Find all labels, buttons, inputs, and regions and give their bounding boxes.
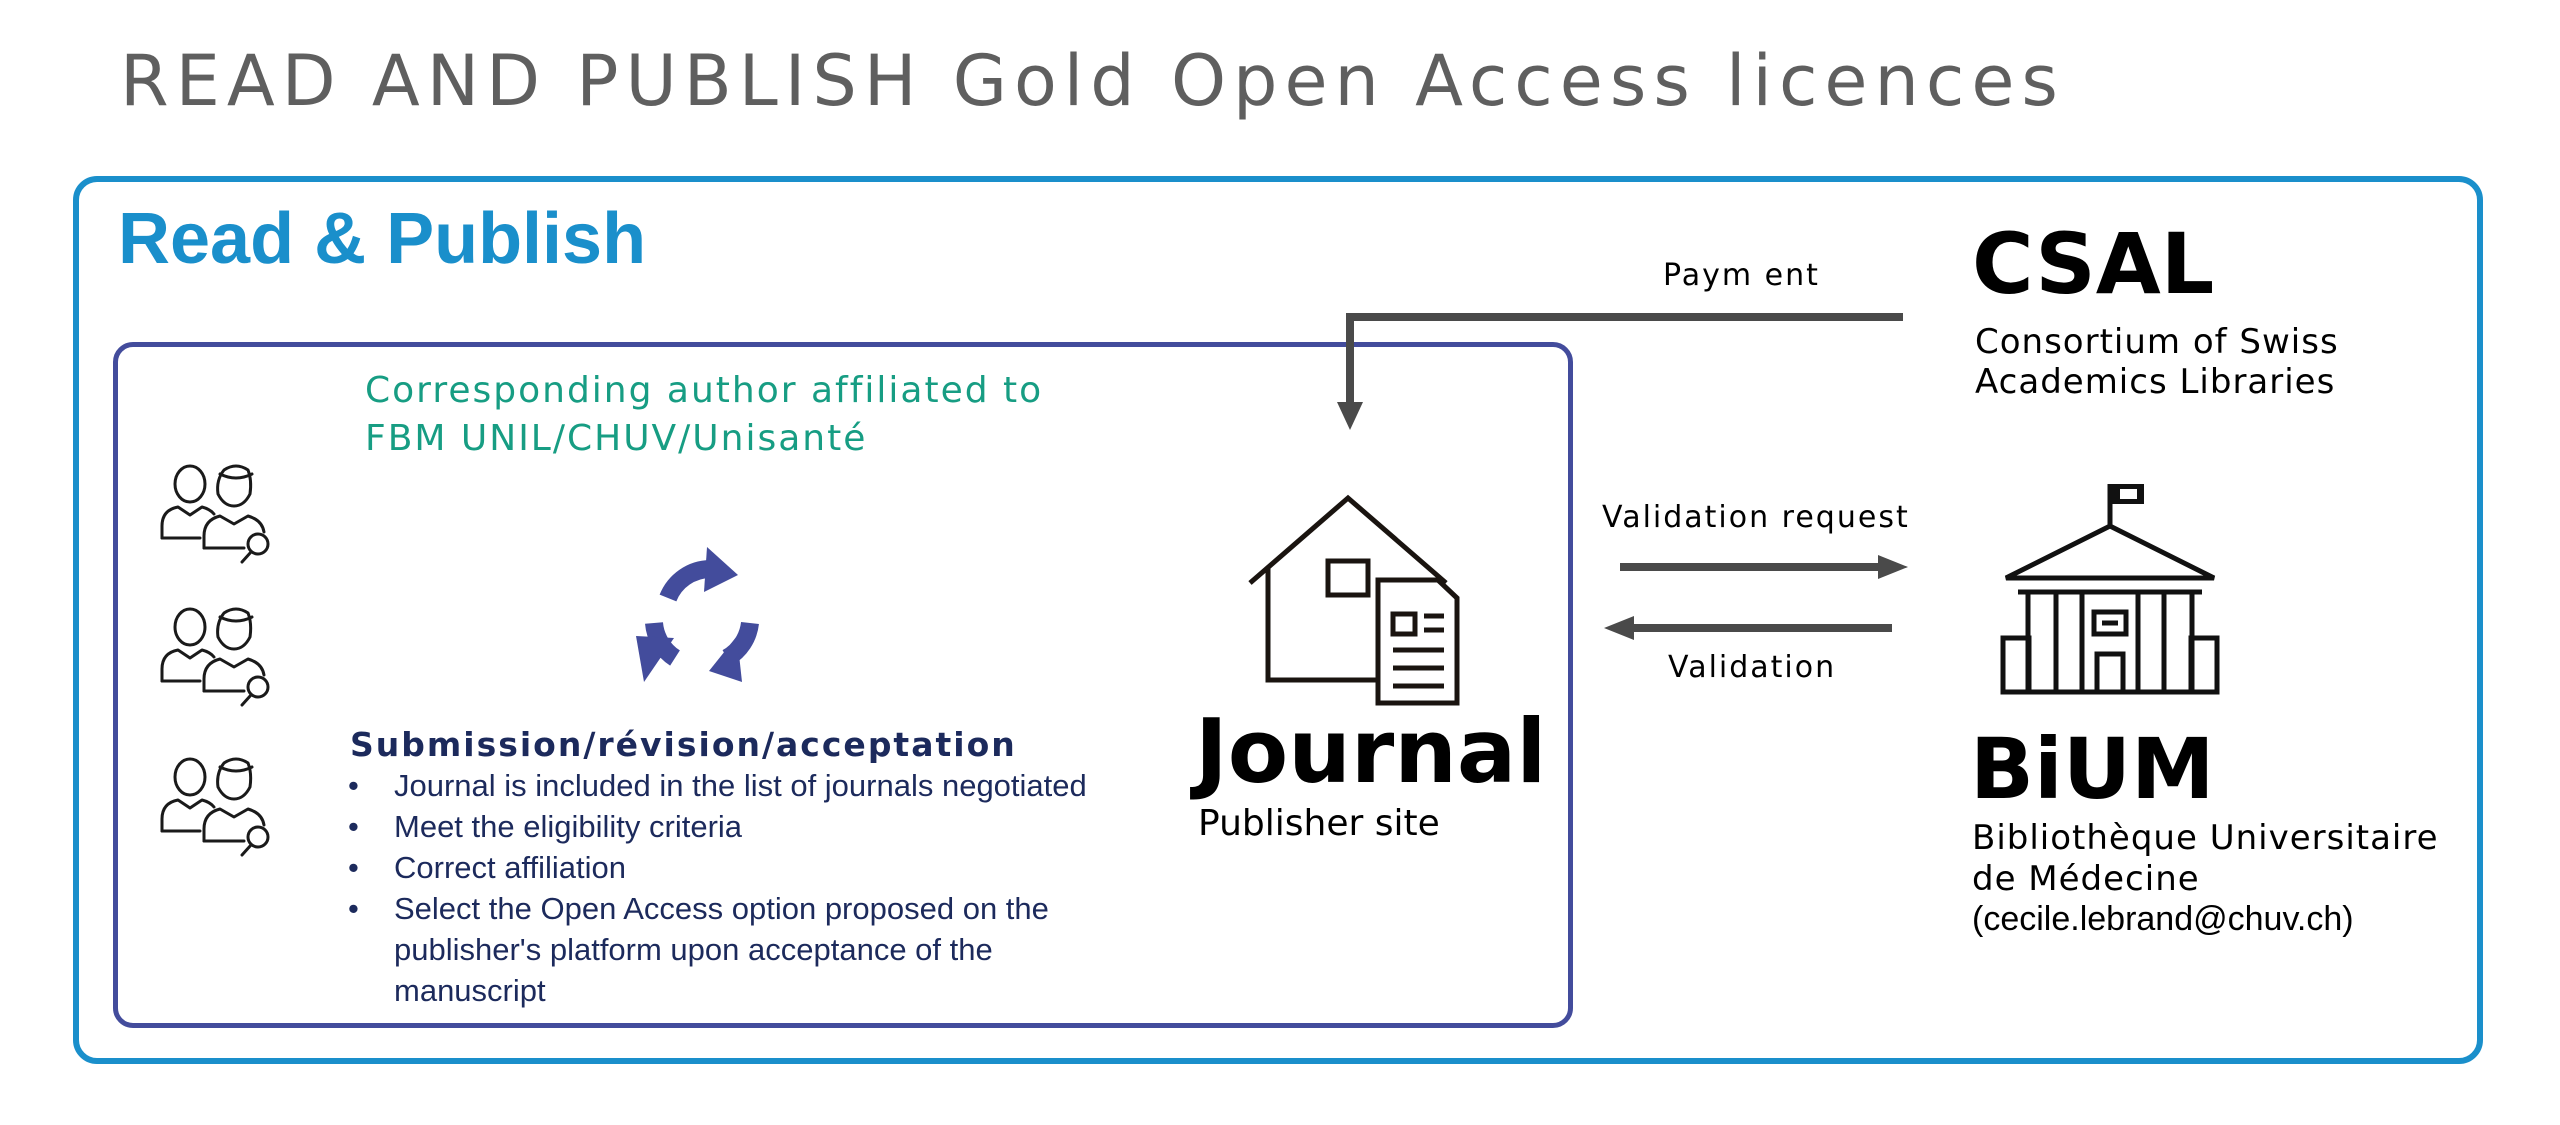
journal-title: Journal: [1195, 700, 1547, 803]
people-search-icon: [160, 607, 270, 707]
author-workflow-frame: [113, 342, 1573, 1028]
workflow-heading: Submission/révision/acceptation: [350, 725, 1017, 764]
bium-name-line-1: Bibliothèque Universitaire: [1972, 818, 2439, 858]
page-title: READ AND PUBLISH Gold Open Access licenc…: [120, 40, 2065, 122]
bium-name-line-2: de Médecine: [1972, 859, 2200, 899]
csal-name-line-2: Academics Libraries: [1975, 362, 2336, 402]
validation-request-label: Validation request: [1602, 500, 1910, 535]
section-heading: Read & Publish: [118, 199, 647, 279]
bium-title: BiUM: [1970, 720, 2215, 818]
people-search-icon: [160, 757, 270, 857]
payment-label: Paym ent: [1663, 258, 1820, 293]
house-document-icon: [1248, 494, 1460, 706]
list-item: Journal is included in the list of journ…: [348, 765, 1148, 806]
csal-title: CSAL: [1972, 215, 2215, 313]
payment-arrow: [1346, 313, 1903, 405]
author-affiliation-line-2: FBM UNIL/CHUV/Unisanté: [365, 418, 868, 459]
library-building-icon: [2000, 484, 2220, 695]
validation-label: Validation: [1668, 650, 1837, 685]
csal-name-line-1: Consortium of Swiss: [1975, 322, 2339, 362]
read-publish-frame: [73, 176, 2483, 1064]
list-item: Correct affiliation: [348, 847, 1148, 888]
journal-subtitle: Publisher site: [1198, 803, 1440, 844]
bium-contact-email: (cecile.lebrand@chuv.ch): [1972, 900, 2354, 938]
list-item: Meet the eligibility criteria: [348, 806, 1148, 847]
list-item: Select the Open Access option proposed o…: [348, 888, 1148, 1011]
people-search-icon: [160, 464, 270, 564]
author-affiliation-line-1: Corresponding author affiliated to: [365, 370, 1044, 411]
cycle-arrows-icon: [636, 547, 759, 682]
eligibility-criteria-list: Journal is included in the list of journ…: [348, 765, 1148, 1011]
